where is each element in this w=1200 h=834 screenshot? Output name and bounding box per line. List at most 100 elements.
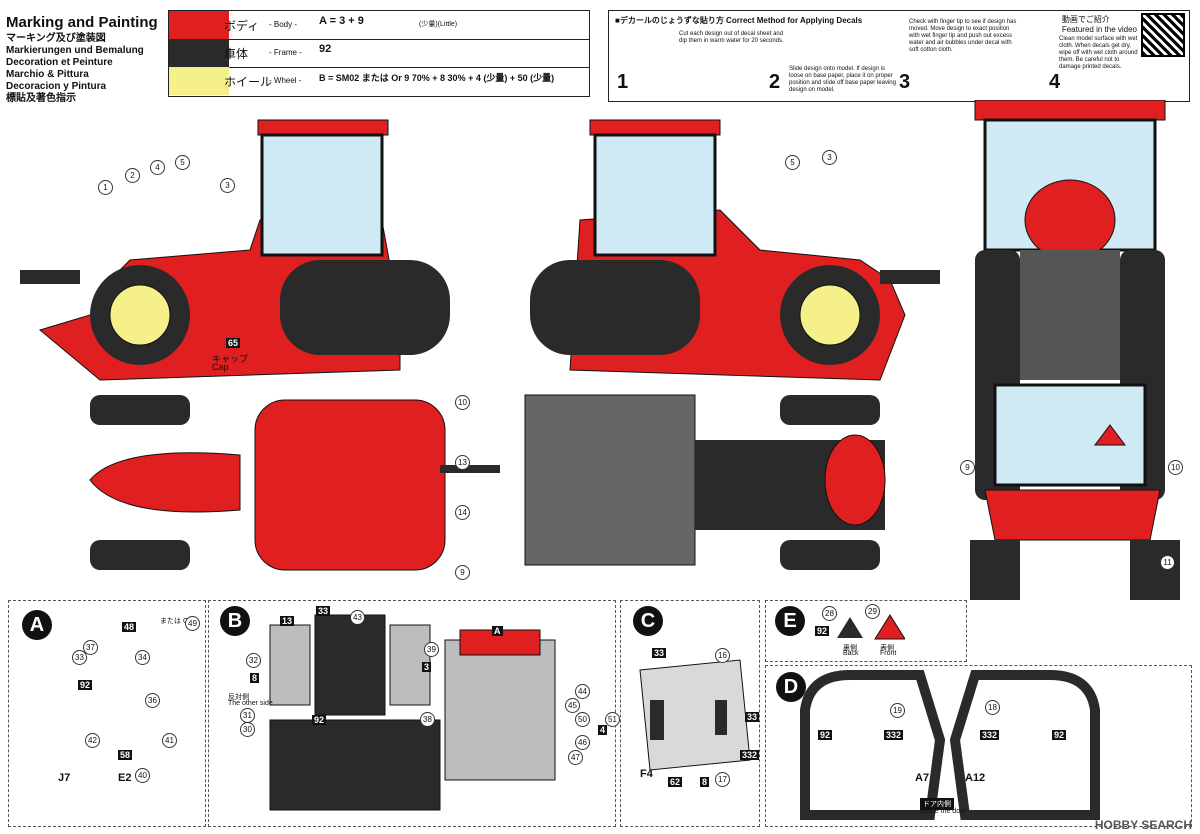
body-note: (少量)(Little) bbox=[419, 21, 458, 28]
section-c bbox=[620, 600, 760, 827]
d-part-18: 18 bbox=[985, 700, 1000, 715]
callout-9-rear: 9 bbox=[960, 460, 975, 475]
top-view-left bbox=[89, 395, 500, 571]
d-part-332-left: 332 bbox=[884, 730, 904, 740]
a-frame-j7: J7 bbox=[58, 772, 71, 784]
a-part-92: 92 bbox=[78, 680, 93, 690]
door-frames bbox=[800, 670, 1100, 820]
body-label-jp: ボディ bbox=[224, 19, 260, 33]
d-door-en: Inside the door bbox=[920, 808, 967, 815]
side-view-left bbox=[20, 119, 450, 381]
e-part-28: 28 bbox=[822, 606, 837, 621]
frame-mix: 92 bbox=[319, 43, 332, 55]
b-part-8: 8 bbox=[250, 673, 260, 683]
body-mix: A = 3 + 9 bbox=[319, 15, 364, 27]
callout-9: 9 bbox=[455, 565, 470, 580]
wheel-swatch bbox=[169, 67, 229, 95]
c-part-8: 8 bbox=[700, 777, 710, 787]
b-part-30: 30 bbox=[240, 722, 255, 737]
a-part-34: 34 bbox=[135, 650, 150, 665]
tractor-views bbox=[20, 100, 1180, 600]
wheel-label-jp: ホイール bbox=[224, 75, 273, 89]
b-other-side-jp: 反対側 bbox=[228, 694, 249, 701]
callout-11-rear: 11 bbox=[1160, 555, 1175, 570]
callout-10: 10 bbox=[455, 395, 470, 410]
b-part-4: 4 bbox=[598, 725, 608, 735]
color-table: ボディ - Body - A = 3 + 9 (少量)(Little) 車体 -… bbox=[168, 10, 590, 97]
b-other-side-en: The other side bbox=[228, 700, 273, 707]
subtitle-fr: Decoration et Peinture bbox=[6, 57, 113, 68]
body-label-en: - Body - bbox=[269, 20, 298, 29]
subtitle-cn: 標貼及著色指示 bbox=[6, 93, 76, 104]
b-part-38: 38 bbox=[420, 712, 435, 727]
video-label-en: Featured in the video bbox=[1061, 25, 1137, 34]
c-part-332: 332 bbox=[740, 750, 760, 760]
decal-step-2-number: 2 bbox=[769, 71, 781, 93]
section-d bbox=[765, 665, 1192, 827]
e-back-jp: 裏側 bbox=[843, 645, 857, 652]
section-a bbox=[8, 600, 206, 827]
a-part-33: 33 bbox=[72, 650, 87, 665]
d-part-332-right: 332 bbox=[980, 730, 1000, 740]
b-part-47: 47 bbox=[568, 750, 583, 765]
color-row-frame: 車体 - Frame - 92 bbox=[169, 39, 589, 68]
cap-label-jp: キャップ bbox=[212, 354, 249, 364]
decal-step-4-number: 4 bbox=[1049, 71, 1061, 93]
b-part-92: 92 bbox=[312, 715, 327, 725]
b-part-33: 33 bbox=[316, 606, 331, 616]
e-triangles bbox=[837, 614, 905, 640]
d-frame-a7: A7 bbox=[915, 772, 930, 784]
frame-label-jp: 車体 bbox=[224, 47, 249, 61]
cap-label-en: Cap bbox=[212, 362, 229, 372]
c-frame-f4: F4 bbox=[640, 768, 653, 780]
section-c-label: C bbox=[633, 606, 663, 636]
e-front-en: Front bbox=[880, 650, 897, 657]
a-part-58: 58 bbox=[118, 750, 133, 760]
decal-step-3-number: 3 bbox=[899, 71, 911, 93]
subtitle-it: Marchio & Pittura bbox=[6, 69, 89, 80]
d-part-92-left: 92 bbox=[818, 730, 833, 740]
subtitle-jp: マーキング及び塗装図 bbox=[6, 33, 106, 44]
decal-step-4-text: Clean model surface with wet cloth. When… bbox=[1059, 36, 1138, 70]
b-part-44: 44 bbox=[575, 684, 590, 699]
b-part-a: A bbox=[492, 626, 503, 636]
decal-guide: ■デカールのじょうずな貼り方 Correct Method for Applyi… bbox=[608, 10, 1190, 102]
section-e-label: E bbox=[775, 606, 805, 636]
e-part-92: 92 bbox=[815, 626, 830, 636]
a-part-42: 42 bbox=[85, 733, 100, 748]
callout-10-rear: 10 bbox=[1168, 460, 1183, 475]
callout-1: 1 bbox=[98, 180, 113, 195]
a-part-48: 48 bbox=[122, 622, 137, 632]
decal-step-1-number: 1 bbox=[617, 71, 629, 93]
callout-14: 14 bbox=[455, 505, 470, 520]
c-part-62: 62 bbox=[668, 777, 683, 787]
b-part-39: 39 bbox=[424, 642, 439, 657]
video-label-jp: 動画でご紹介 bbox=[1061, 15, 1110, 24]
b-part-3: 3 bbox=[422, 662, 432, 672]
page-title: Marking and Painting bbox=[6, 14, 158, 31]
section-c-drawing bbox=[639, 659, 751, 771]
b-part-51: 51 bbox=[605, 712, 620, 727]
b-part-43: 43 bbox=[350, 610, 365, 625]
wheel-mix: B = SM02 または Or 9 70% + 8 30% + 4 (少量) +… bbox=[319, 73, 555, 83]
callout-5-right: 5 bbox=[785, 155, 800, 170]
frame-label-en: - Frame - bbox=[269, 48, 302, 57]
callout-13: 13 bbox=[455, 455, 470, 470]
decal-step-3-text: Check with finger tip to see if design h… bbox=[909, 19, 1017, 53]
cap-part-number: 65 bbox=[226, 338, 241, 348]
section-b-drawing bbox=[269, 614, 556, 811]
c-part-17: 17 bbox=[715, 772, 730, 787]
qr-code-icon[interactable] bbox=[1141, 13, 1185, 57]
a-alt-label: または Or bbox=[160, 618, 191, 625]
b-part-50: 50 bbox=[575, 712, 590, 727]
b-part-32: 32 bbox=[246, 653, 261, 668]
d-door-jp: ドア内側 bbox=[920, 798, 954, 810]
color-row-wheel: ホイール - Wheel - B = SM02 または Or 9 70% + 8… bbox=[169, 67, 589, 95]
a-part-41: 41 bbox=[162, 733, 177, 748]
callout-3-right: 3 bbox=[822, 150, 837, 165]
b-part-13: 13 bbox=[280, 616, 295, 626]
body-swatch bbox=[169, 11, 229, 39]
a-part-40: 40 bbox=[135, 768, 150, 783]
a-alt-49: 49 bbox=[185, 616, 200, 631]
